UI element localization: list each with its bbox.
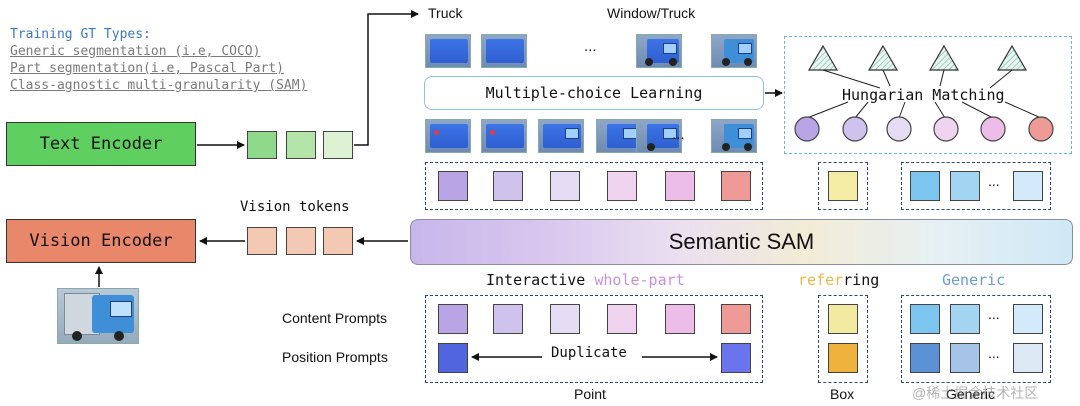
mask-thumb-top-2 (481, 34, 527, 68)
hungarian-matching-label: Hungarian Matching (842, 86, 1005, 104)
vision-token-2 (286, 227, 316, 255)
mask-thumb-mid-3 (538, 119, 584, 153)
gt-type-part: Part segmentation(i.e, Pascal Part) (10, 61, 284, 76)
query-square (493, 171, 523, 201)
gt-type-sam: Class-agnostic multi-granularity (SAM) (10, 78, 308, 93)
mask-thumb-mid-6 (711, 119, 757, 153)
query-square (550, 171, 580, 201)
content-prompt-square (721, 304, 751, 334)
vision-token-1 (247, 227, 277, 255)
generic-label: Generic (946, 386, 996, 402)
content-prompt-square (607, 304, 637, 334)
mask-thumb-mid-1 (425, 119, 471, 153)
truck-label: Truck (428, 5, 463, 21)
duplicate-label: Duplicate (549, 345, 629, 361)
pred-circle-6 (1028, 116, 1054, 142)
query-square (438, 171, 468, 201)
gt-triangle-1 (807, 44, 839, 71)
gt-types-title: Training GT Types: (10, 27, 151, 42)
interactive-mode-label: Interactive whole-part (486, 271, 685, 289)
multiple-choice-learning-box: Multiple-choice Learning (424, 76, 764, 110)
generic-content-square (1013, 304, 1043, 334)
generic-query-square (1013, 171, 1043, 201)
whole-part-label: whole-part (594, 271, 685, 289)
generic-query-square (950, 171, 980, 201)
box-prompt-group (818, 295, 868, 383)
watermark: @稀土掘金技术社区 (912, 385, 1039, 401)
text-token-2 (286, 131, 316, 159)
query-square (721, 171, 751, 201)
vision-encoder-box: Vision Encoder (6, 219, 196, 263)
ring-label: ring (843, 271, 880, 289)
pred-circle-5 (980, 116, 1006, 142)
arrow-text-tokens-to-truck (354, 10, 419, 146)
mask-thumb-mid-2 (481, 119, 527, 153)
gt-triangle-3 (928, 44, 960, 71)
generic-content-square (950, 304, 980, 334)
generic-prompt-group: ... ... (901, 295, 1051, 383)
window-truck-label: Window/Truck (607, 5, 696, 21)
vision-token-3 (323, 227, 353, 255)
refer-label: refer (798, 271, 844, 289)
gt-type-generic: Generic segmentation (i.e, COCO) (10, 44, 261, 59)
mask-thumb-mid-4 (596, 119, 642, 153)
point-prompt-group: Duplicate (425, 295, 763, 383)
query-square (665, 171, 695, 201)
generic-position-ellipsis: ... (988, 345, 1000, 361)
mid-thumbs-ellipsis: ... (672, 126, 685, 143)
query-square (607, 171, 637, 201)
text-encoder-box: Text Encoder (6, 122, 196, 166)
position-prompts-label: Position Prompts (282, 349, 388, 365)
mask-thumb-top-1 (425, 34, 471, 68)
gt-triangle-2 (867, 44, 899, 71)
content-prompts-label: Content Prompts (282, 310, 388, 326)
generic-query-ellipsis: ... (988, 173, 1000, 189)
semantic-sam-bar: Semantic SAM (410, 219, 1073, 265)
pred-circle-4 (933, 116, 959, 142)
text-token-1 (247, 131, 277, 159)
input-truck-image (57, 288, 139, 344)
content-prompt-square (665, 304, 695, 334)
hungarian-matching-box (784, 36, 1072, 154)
decoder-generic-query-group: ... (901, 162, 1051, 210)
box-content-prompt-square (828, 304, 858, 334)
generic-position-square (1013, 343, 1043, 373)
generic-mode-label: Generic (942, 271, 1006, 289)
box-label: Box (830, 386, 855, 402)
point-label: Point (574, 386, 606, 402)
box-position-prompt-square (828, 343, 858, 373)
top-thumbs-ellipsis: ... (584, 38, 597, 55)
generic-content-ellipsis: ... (988, 306, 1000, 322)
vision-tokens-label: Vision tokens (240, 199, 350, 215)
pred-circle-3 (886, 116, 912, 142)
pred-circle-2 (842, 116, 868, 142)
content-prompt-square (550, 304, 580, 334)
interactive-label: Interactive (486, 271, 586, 289)
generic-position-square (910, 343, 940, 373)
text-token-3 (323, 131, 353, 159)
generic-content-square (910, 304, 940, 334)
content-prompt-square (493, 304, 523, 334)
generic-position-square (950, 343, 980, 373)
box-query-square (828, 171, 858, 201)
generic-query-square (910, 171, 940, 201)
pred-circle-1 (794, 116, 820, 142)
decoder-box-query-group (818, 162, 868, 210)
position-prompt-square-right (721, 343, 751, 373)
mask-thumb-top-4 (711, 34, 757, 68)
position-prompt-square-left (438, 343, 468, 373)
gt-triangle-4 (996, 44, 1028, 71)
mask-thumb-top-3 (636, 34, 682, 68)
content-prompt-square (438, 304, 468, 334)
decoder-query-group (425, 162, 763, 210)
referring-mode-label: referring (798, 271, 879, 289)
mask-thumb-mid-5 (636, 119, 682, 153)
